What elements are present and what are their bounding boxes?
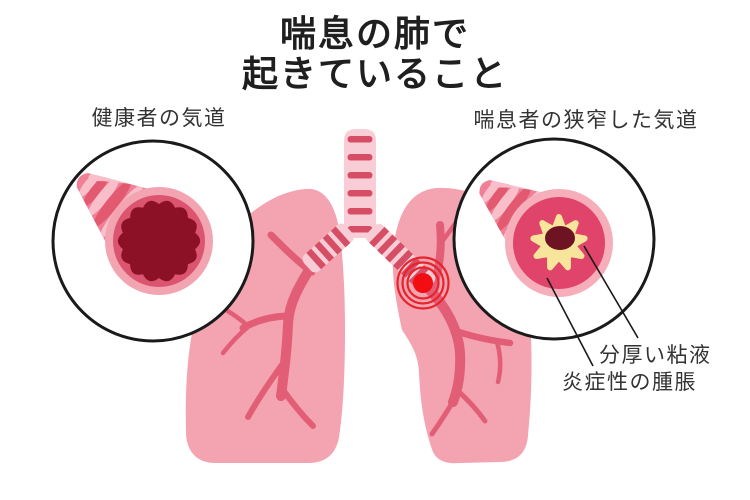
label-healthy-airway: 健康者の気道 — [91, 107, 227, 130]
asthmatic-airway-inset — [452, 137, 656, 341]
title-line-1: 喘息の肺で — [279, 13, 471, 54]
label-asthmatic-airway: 喘息者の狭窄した気道 — [473, 109, 699, 132]
trachea-ring — [347, 208, 373, 215]
trachea-ring — [347, 172, 373, 179]
trachea-ring — [347, 190, 373, 197]
inflammation-target-icon — [396, 256, 450, 310]
label-thick-mucus: 分厚い粘液 — [599, 344, 712, 367]
left-bronchial-tree — [218, 231, 319, 429]
leader-line-swelling — [546, 277, 594, 367]
trachea-ring — [347, 226, 373, 233]
airway-lumen — [117, 200, 201, 282]
title-line-2: 起きていること — [241, 53, 509, 94]
narrowed-lumen — [545, 226, 575, 250]
figure-title: 喘息の肺で 起きていること — [242, 14, 508, 94]
trachea-ring — [347, 154, 373, 161]
right-bronchial-tree — [423, 212, 514, 437]
left-bronchus — [302, 223, 354, 273]
healthy-airway-inset — [51, 139, 255, 343]
trachea-ring — [347, 136, 373, 143]
trachea — [344, 129, 376, 238]
leader-line-mucus — [583, 245, 639, 339]
label-inflammatory-swelling: 炎症性の腫脹 — [562, 371, 697, 394]
